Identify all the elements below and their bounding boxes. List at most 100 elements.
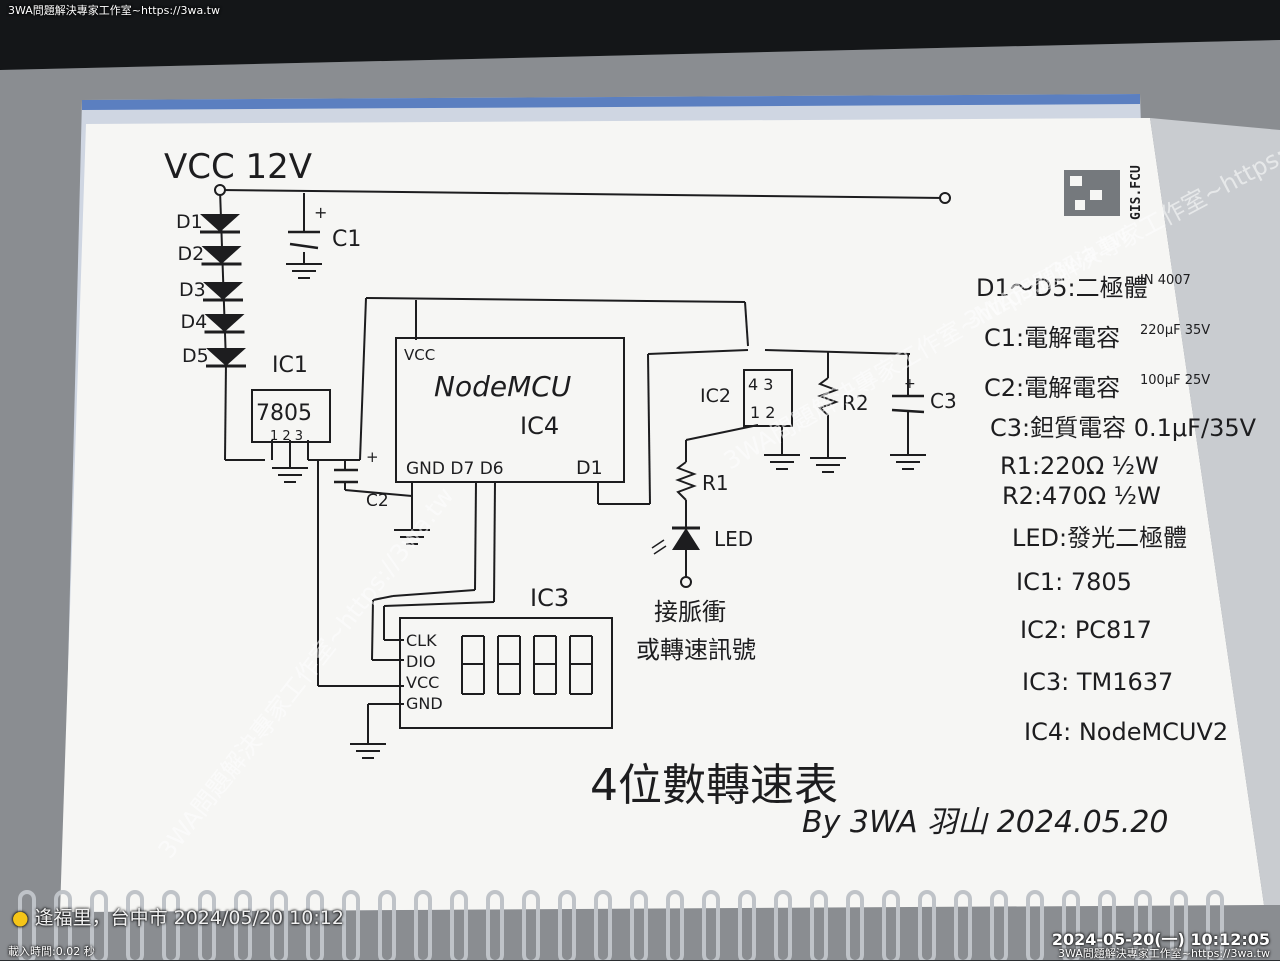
spiral-ring (486, 890, 504, 960)
diode-d1 (200, 214, 240, 232)
capacitor-c1 (288, 230, 320, 250)
spiral-ring (342, 890, 360, 960)
diode-d5 (206, 348, 246, 366)
diode-label: D4 (181, 311, 208, 333)
spiral-ring (1134, 890, 1152, 960)
resistor-r2 (817, 377, 839, 416)
ic3-pin-clk: CLK (406, 631, 437, 650)
parts-list-item: IC4: NodeMCUV2 (1024, 718, 1228, 746)
parts-list-item: R1:220Ω ½W (1000, 452, 1159, 480)
pulse-input-terminal (680, 576, 692, 588)
r1-label: R1 (702, 471, 729, 495)
ic2-optocoupler-body (743, 369, 793, 427)
spiral-ring (630, 890, 648, 960)
corner-logo-text: GIS.FCU (1129, 165, 1144, 220)
ic3-label: IC3 (530, 584, 569, 612)
capacitor-c3 (891, 394, 925, 414)
location-stamp: ●逢福里，台中市 2024/05/20 10:12 (12, 903, 344, 930)
paper-sheet (60, 118, 1264, 912)
parts-list-item: IC2: PC817 (1020, 616, 1152, 644)
c3-plus: + (904, 376, 916, 392)
spiral-ring (738, 890, 756, 960)
ic4-vcc-pin: VCC (404, 346, 435, 364)
parts-list-note: 220μF 35V (1140, 323, 1210, 338)
spiral-ring (162, 890, 180, 960)
spiral-ring (1170, 890, 1188, 960)
spiral-ring (414, 890, 432, 960)
location-pin-icon: ● (12, 907, 29, 929)
parts-list-note: 100μF 25V (1140, 373, 1210, 388)
ic1-pins: 1 2 3 (270, 429, 303, 444)
byline: By 3WA 羽山 2024.05.20 (802, 805, 1169, 840)
c2-label: C2 (366, 491, 389, 511)
spiral-ring (882, 890, 900, 960)
spiral-ring (450, 890, 468, 960)
ic3-display-body (399, 617, 613, 729)
diode-d3 (203, 282, 243, 300)
corner-logo: GIS.FCU (1064, 165, 1144, 220)
spiral-ring (702, 890, 720, 960)
spiral-ring (954, 890, 972, 960)
ic3-pin-dio: DIO (406, 652, 436, 671)
diode-d4 (204, 314, 245, 332)
ic1-part: 7805 (256, 401, 312, 426)
spiral-ring (846, 890, 864, 960)
led-symbol (651, 526, 700, 555)
spiral-ring (234, 890, 252, 960)
spiral-ring (198, 890, 216, 960)
spiral-ring (666, 890, 684, 960)
capacitor-c2 (334, 468, 358, 484)
pulse-note-line2: 或轉速訊號 (636, 636, 756, 664)
parts-list-note: IN 4007 (1140, 273, 1191, 288)
ic1-label: IC1 (272, 353, 308, 378)
parts-list-item: D1～D5:二極體 (976, 274, 1148, 302)
parts-list-item: IC3: TM1637 (1022, 668, 1173, 696)
spiral-ring (1062, 890, 1080, 960)
spiral-ring (54, 890, 72, 960)
diode-label: D2 (178, 243, 205, 265)
parts-list-item: R2:470Ω ½W (1002, 482, 1161, 510)
vcc-label: VCC 12V (164, 147, 312, 187)
diode-label: D1 (176, 211, 203, 233)
spiral-binding (18, 890, 1224, 960)
ic2-pins-top: 4 3 (748, 375, 773, 394)
ic4-gnd-pins: GND D7 D6 (406, 459, 504, 479)
r2-label: R2 (842, 391, 869, 415)
ic2-label: IC2 (700, 385, 731, 407)
c1-label: C1 (332, 227, 361, 252)
resistor-r1 (675, 461, 697, 501)
spiral-ring (774, 890, 792, 960)
spiral-ring (594, 890, 612, 960)
vcc-terminal (214, 184, 226, 196)
ic3-pin-vcc: VCC (406, 673, 439, 692)
spiral-ring (126, 890, 144, 960)
bottom-caption: 3WA問題解決專家工作室~https://3wa.tw (1058, 947, 1270, 960)
parts-list-item: IC1: 7805 (1016, 568, 1132, 596)
spiral-ring (306, 890, 324, 960)
spiral-ring (1098, 890, 1116, 960)
ic4-label: IC4 (520, 412, 559, 440)
spiral-ring (918, 890, 936, 960)
date-stamp: 2024-05-20(一) 10:12:05 (1051, 930, 1270, 949)
diode-d2 (201, 246, 242, 264)
spiral-ring (378, 890, 396, 960)
diagram-title: 4位數轉速表 (590, 760, 838, 811)
pulse-note-line1: 接脈衝 (654, 598, 726, 626)
notebook-cover-edge (82, 94, 1140, 110)
ground-symbols (272, 263, 926, 759)
keyboard-shadow (0, 0, 1280, 70)
ic4-nodemcu-body (395, 337, 625, 483)
parts-list-item: C2:電解電容 (984, 374, 1120, 402)
paper-stack-edge (1150, 118, 1280, 905)
diode-label: D3 (179, 279, 206, 301)
spiral-ring (810, 890, 828, 960)
ic1-regulator-body (251, 389, 331, 443)
spiral-ring (90, 890, 108, 960)
load-time: 載入時間:0.02 秒 (8, 945, 95, 958)
spiral-ring (558, 890, 576, 960)
led-label: LED (714, 527, 753, 551)
